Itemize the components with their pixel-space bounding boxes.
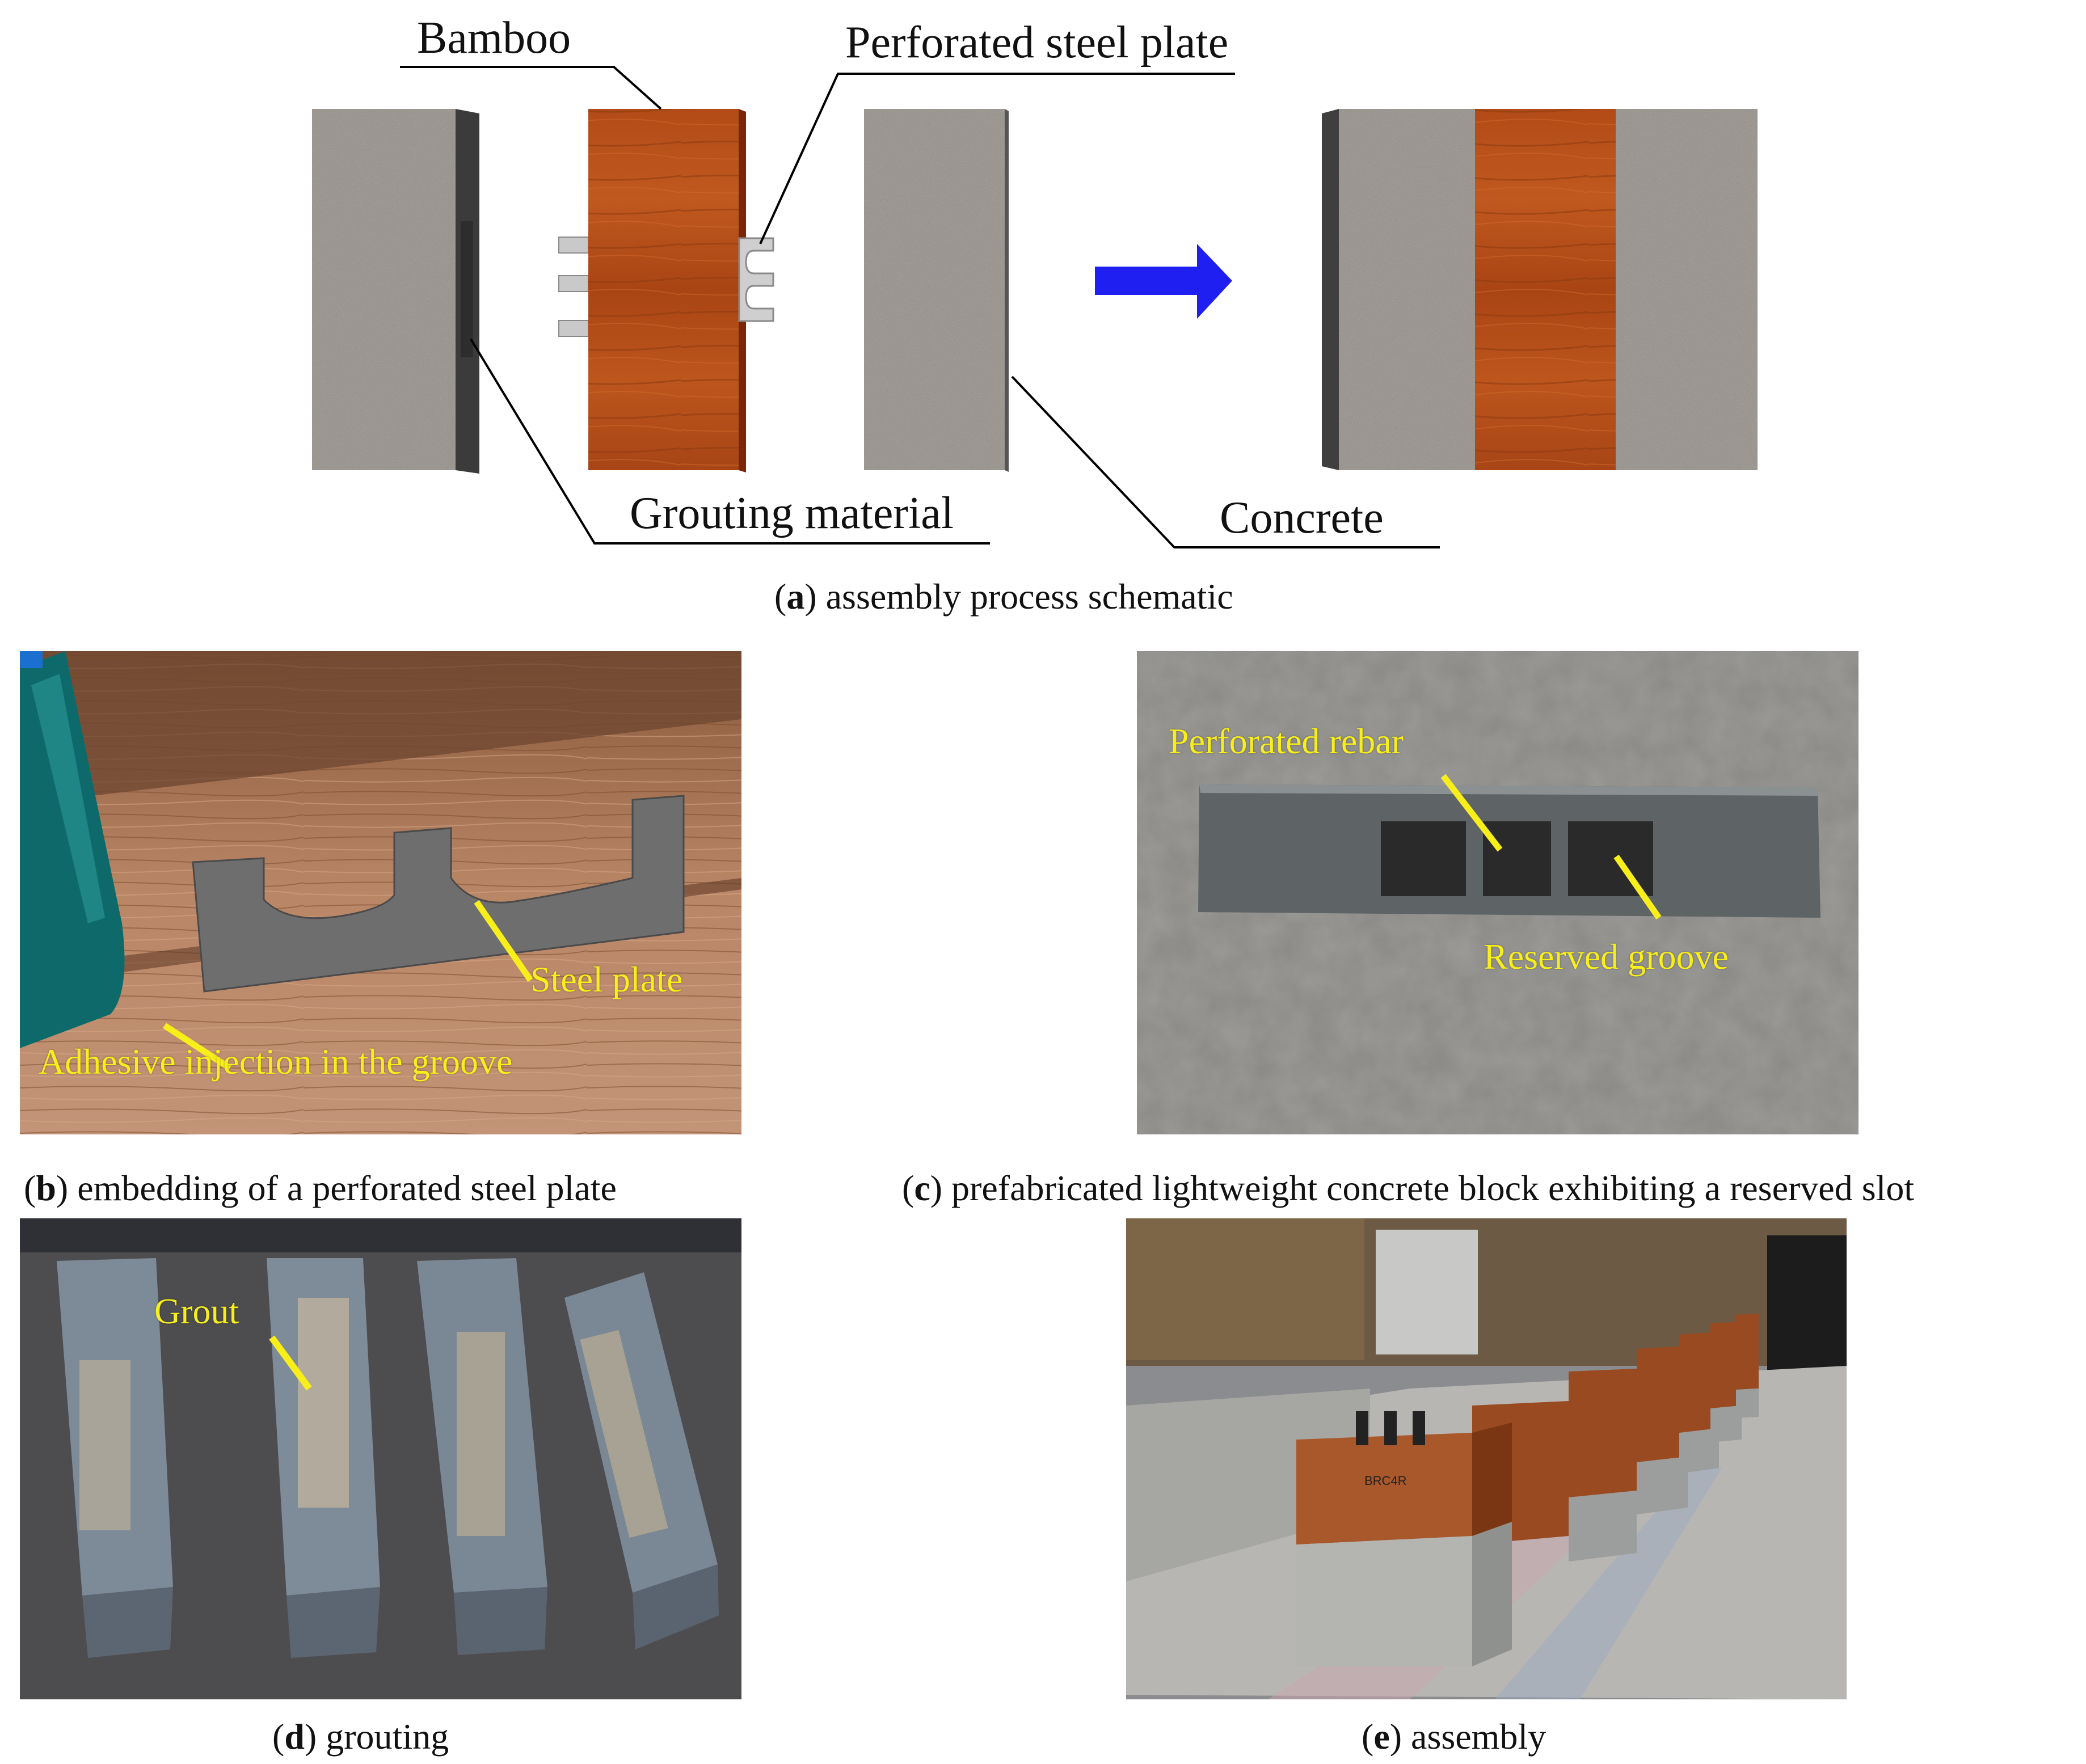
label-perforated-rebar: Perforated rebar — [1169, 721, 1404, 761]
label-reserved-groove: Reserved groove — [1484, 936, 1729, 977]
caption-a: (a) assembly process schematic — [774, 576, 1233, 617]
label-bamboo: Bamboo — [417, 13, 571, 63]
concrete-block-left — [312, 109, 479, 474]
steel-plate-left — [558, 237, 589, 337]
caption-b: (b) embedding of a perforated steel plat… — [24, 1168, 617, 1208]
label-concrete: Concrete — [1220, 493, 1384, 543]
process-arrow-icon — [1095, 244, 1232, 319]
label-steel-plate: Steel plate — [530, 959, 683, 999]
leader-lines — [400, 66, 1440, 548]
bamboo-block — [558, 109, 774, 472]
photo-d-grouting — [20, 1218, 741, 1699]
caption-e: (e) assembly — [1362, 1716, 1546, 1757]
schematic-diagram — [312, 66, 1758, 548]
label-grout: Grout — [154, 1291, 239, 1331]
label-adhesive-injection: Adhesive injection in the groove — [39, 1041, 513, 1082]
label-grouting-material: Grouting material — [630, 488, 954, 538]
specimen-handwriting: BRC4R — [1364, 1474, 1407, 1488]
photo-b-steel-plate-embedding — [20, 651, 741, 1134]
caption-c: (c) prefabricated lightweight concrete b… — [902, 1168, 1915, 1208]
label-perforated-steel-plate: Perforated steel plate — [845, 18, 1229, 67]
caption-d: (d) grouting — [272, 1716, 449, 1757]
photo-e-assembly: BRC4R — [1126, 1218, 1847, 1699]
photo-c-concrete-block — [1137, 651, 1859, 1134]
concrete-block-right — [864, 109, 1009, 472]
assembled-specimen — [1322, 109, 1758, 470]
steel-plate-right — [738, 237, 774, 322]
